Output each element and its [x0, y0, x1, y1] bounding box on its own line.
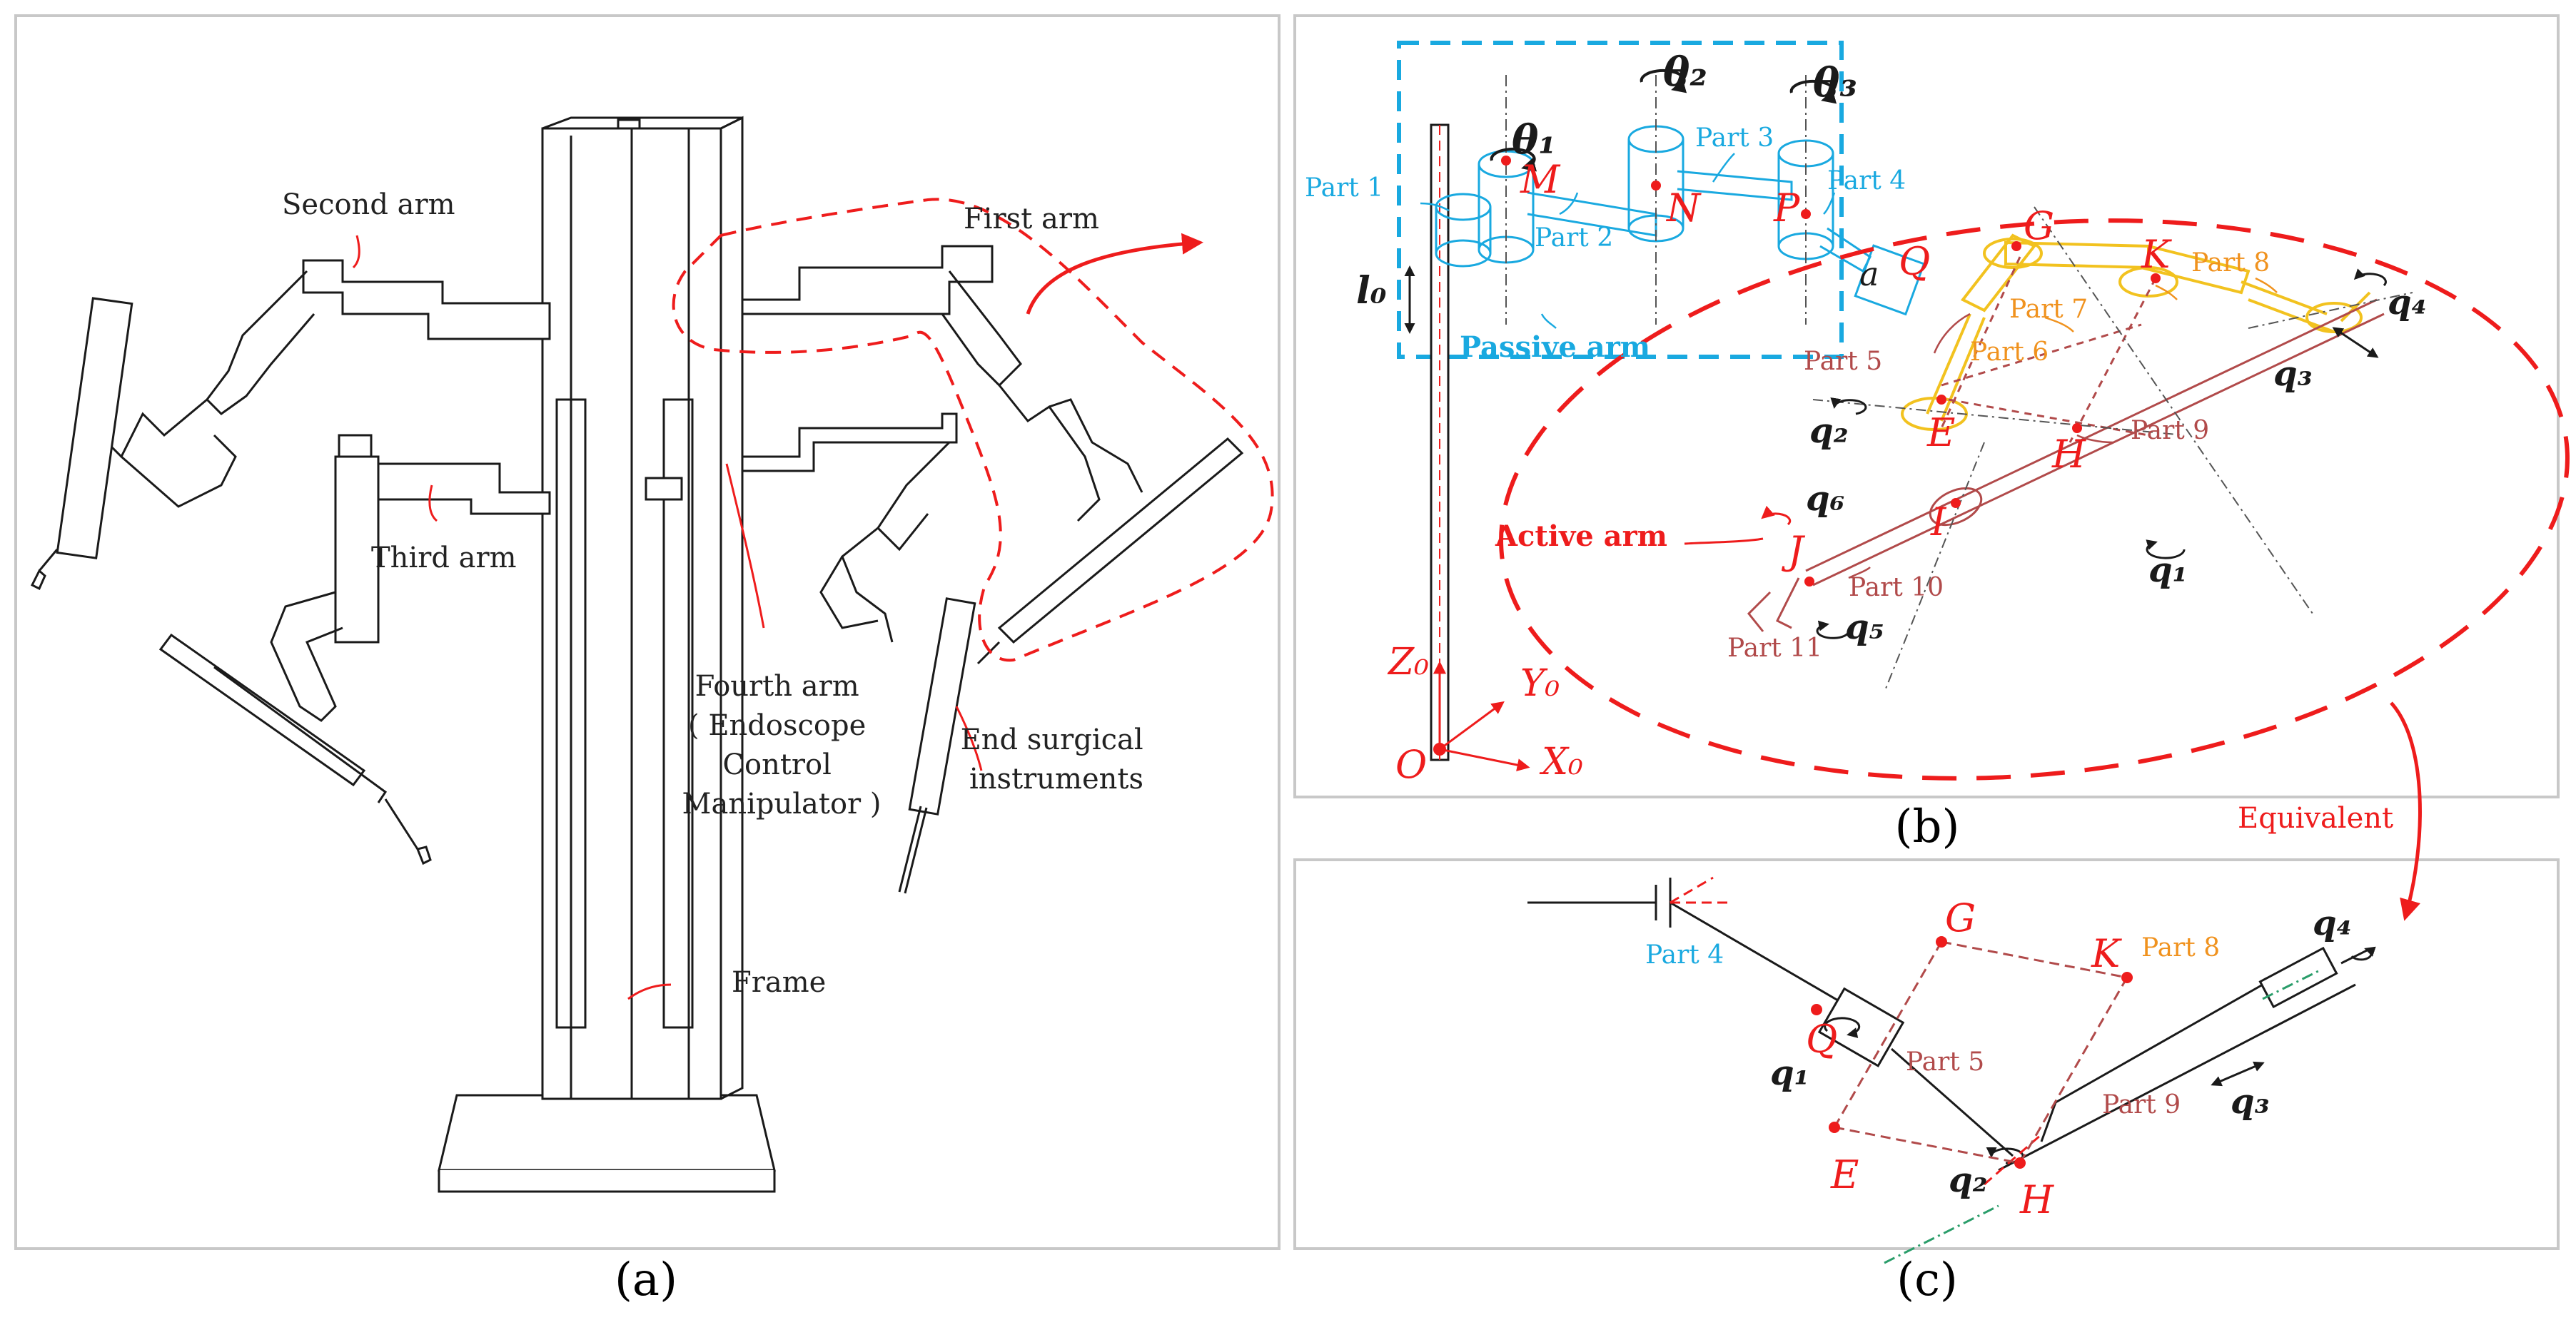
point-M: M: [1520, 157, 1561, 202]
part3-label: Part 3: [1695, 123, 1774, 153]
point-Q: Q: [1899, 239, 1930, 284]
equivalent-label: Equivalent: [2238, 802, 2393, 835]
panel-a: [30, 116, 1274, 1193]
point-E: E: [1926, 410, 1955, 455]
part7-label: Part 7: [2009, 295, 2088, 324]
axis-Z0: Z₀: [1387, 641, 1429, 684]
panel-a-labels: Second arm First arm Third arm Fourth ar…: [282, 188, 1153, 999]
point-a: a: [1859, 255, 1879, 293]
c-part9-label: Part 9: [2102, 1090, 2181, 1120]
panel-b-frame: [1293, 14, 2560, 798]
caption-b: (b): [1895, 801, 1960, 853]
fourth-arm-drawing: [645, 412, 976, 894]
pole: [1430, 123, 1450, 761]
c-point-G: G: [1945, 895, 1976, 940]
panel-c-frame: [1293, 858, 2560, 1250]
part5-label: Part 5: [1804, 347, 1882, 376]
q5-label: q₅: [1845, 607, 1884, 647]
label-fourth-arm: Fourth arm ( Endoscope Control Manipulat…: [682, 670, 882, 821]
c-part8-label: Part 8: [2141, 933, 2220, 963]
q1-label: q₁: [2148, 550, 2188, 590]
panel-a-frame: [14, 14, 1281, 1250]
q4-label: q₄: [2388, 283, 2427, 323]
q6-label: q₆: [1806, 479, 1845, 519]
first-arm-drawing: [741, 245, 1244, 665]
panel-b-labels: θ₁ θ₂ θ₃ Part 1 Part 2 Part 3 Part 4 M N…: [1305, 49, 2427, 787]
c-point-Q: Q: [1806, 1017, 1837, 1062]
label-frame: Frame: [732, 966, 826, 999]
passive-arm-label: Passive arm: [1460, 330, 1650, 364]
c-point-E: E: [1830, 1152, 1859, 1197]
theta3-label: θ₃: [1813, 59, 1857, 106]
label-third-arm: Third arm: [371, 542, 517, 574]
third-arm-drawing: [158, 434, 551, 865]
equivalent-connector: Equivalent: [2238, 701, 2422, 921]
c-q2-label: q₂: [1949, 1160, 1988, 1200]
point-I: I: [1930, 499, 1947, 544]
point-J: J: [1781, 528, 1806, 573]
axis-Y0: Y₀: [1520, 662, 1560, 705]
part6-label: Part 6: [1970, 337, 2049, 367]
point-N: N: [1665, 186, 1702, 230]
c-q1-label: q₁: [1770, 1053, 1809, 1093]
panel-b: [1397, 41, 2570, 781]
c-q3-label: q₃: [2231, 1082, 2270, 1122]
active-arm-yellow: [1901, 233, 2371, 431]
l0-label: l₀: [1356, 269, 1387, 313]
c-point-H: H: [2019, 1177, 2054, 1222]
theta1-label: θ₁: [1512, 116, 1556, 163]
label-first-arm: First arm: [964, 203, 1099, 235]
c-point-K: K: [2091, 931, 2122, 976]
q2-label: q₂: [1809, 411, 1849, 451]
label-second-arm: Second arm: [282, 188, 455, 221]
frame-base: [438, 1094, 776, 1172]
point-P: P: [1773, 186, 1801, 230]
label-end-instruments: End surgical instruments: [961, 724, 1153, 796]
c-q4-label: q₄: [2313, 903, 2352, 943]
point-G: G: [2024, 203, 2054, 248]
part11-label: Part 11: [1727, 634, 1822, 663]
second-arm-drawing: [30, 259, 551, 591]
part1-label: Part 1: [1305, 173, 1383, 203]
panel-c: Part 4 Part 5 Part 8 Part 9 G K Q E H q₁…: [1527, 876, 2376, 1264]
c-part4-label: Part 4: [1645, 940, 1724, 970]
active-arm-brown: [1747, 256, 2385, 632]
origin-O: O: [1395, 742, 1427, 787]
q3-label: q₃: [2273, 354, 2313, 394]
part9-label: Part 9: [2131, 416, 2209, 445]
part4-label: Part 4: [1827, 166, 1906, 196]
c-part5-label: Part 5: [1906, 1047, 1984, 1077]
point-H: H: [2051, 432, 2086, 477]
frame-column: [541, 116, 744, 1100]
first-arm-arrow: [1026, 233, 1203, 315]
part2-label: Part 2: [1535, 223, 1613, 253]
caption-c: (c): [1896, 1254, 1958, 1306]
point-K: K: [2141, 232, 2172, 277]
caption-a: (a): [615, 1254, 677, 1306]
active-arm-label: Active arm: [1495, 519, 1667, 553]
axis-X0: X₀: [1539, 741, 1583, 783]
theta2-label: θ₂: [1663, 49, 1707, 96]
part8-label: Part 8: [2191, 248, 2270, 278]
active-arm-envelope: [1499, 218, 2570, 781]
first-arm-envelope: [672, 198, 1274, 662]
part10-label: Part 10: [1849, 573, 1944, 602]
